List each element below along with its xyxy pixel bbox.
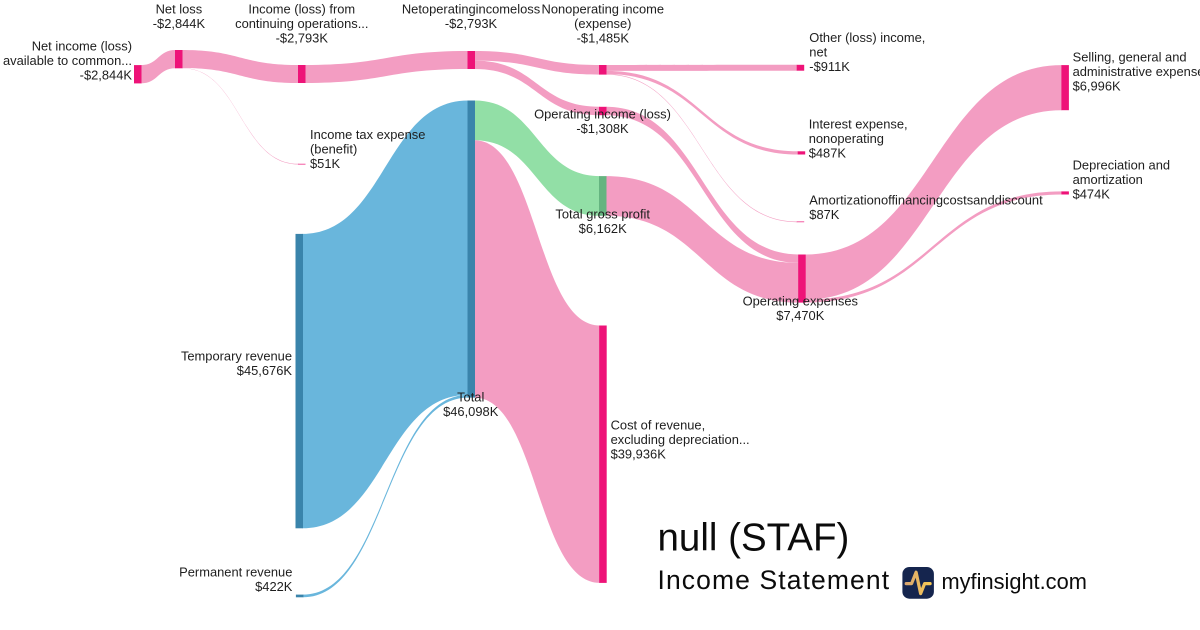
svg-text:Other (loss) income,: Other (loss) income, (809, 30, 925, 45)
svg-text:-$1,308K: -$1,308K (576, 121, 629, 136)
svg-text:-$2,793K: -$2,793K (445, 16, 498, 31)
svg-text:available to common...: available to common... (3, 53, 132, 68)
svg-text:Income (loss) from: Income (loss) from (248, 2, 355, 17)
svg-text:-$911K: -$911K (809, 59, 850, 74)
svg-text:Total: Total (457, 390, 484, 405)
svg-text:(expense): (expense) (574, 16, 631, 31)
svg-text:excluding depreciation...: excluding depreciation... (611, 432, 750, 447)
svg-text:Interest expense,: Interest expense, (809, 117, 908, 132)
svg-text:net: net (809, 45, 827, 60)
svg-text:Net loss: Net loss (156, 2, 203, 17)
svg-text:(benefit): (benefit) (310, 142, 357, 157)
svg-text:Permanent revenue: Permanent revenue (179, 565, 292, 580)
svg-text:myfinsight.com: myfinsight.com (942, 569, 1087, 594)
svg-text:continuing operations...: continuing operations... (235, 16, 368, 31)
svg-text:Amortizationoffinancingcostsan: Amortizationoffinancingcostsanddiscount (809, 193, 1043, 208)
svg-text:amortization: amortization (1073, 172, 1143, 187)
svg-text:$51K: $51K (310, 156, 341, 171)
svg-text:Temporary revenue: Temporary revenue (181, 349, 292, 364)
svg-text:$45,676K: $45,676K (237, 363, 293, 378)
svg-text:administrative expenses: administrative expenses (1073, 64, 1200, 79)
svg-text:$6,996K: $6,996K (1073, 79, 1121, 94)
svg-text:$46,098K: $46,098K (443, 404, 499, 419)
svg-text:$422K: $422K (255, 579, 293, 594)
svg-text:nonoperating: nonoperating (809, 131, 884, 146)
svg-text:$487K: $487K (809, 146, 847, 161)
svg-text:Income Statement: Income Statement (658, 565, 891, 595)
svg-text:Cost of revenue,: Cost of revenue, (611, 418, 706, 433)
svg-text:$7,470K: $7,470K (776, 308, 824, 323)
svg-text:$474K: $474K (1073, 187, 1111, 202)
svg-text:Operating income (loss): Operating income (loss) (534, 107, 671, 122)
svg-text:Depreciation and: Depreciation and (1073, 158, 1170, 173)
svg-text:-$2,844K: -$2,844K (80, 68, 133, 83)
svg-text:Netoperatingincomeloss: Netoperatingincomeloss (402, 2, 540, 17)
svg-text:Operating expenses: Operating expenses (743, 294, 858, 309)
svg-text:Income tax expense: Income tax expense (310, 127, 425, 142)
svg-text:$6,162K: $6,162K (579, 221, 627, 236)
svg-text:Net income (loss): Net income (loss) (32, 39, 132, 54)
svg-text:-$2,793K: -$2,793K (276, 31, 329, 46)
svg-text:$87K: $87K (809, 207, 840, 222)
svg-text:Total gross profit: Total gross profit (555, 207, 650, 222)
svg-text:Nonoperating income: Nonoperating income (542, 2, 665, 17)
svg-text:$39,936K: $39,936K (611, 447, 667, 462)
svg-text:null (STAF): null (STAF) (658, 516, 850, 559)
svg-text:-$1,485K: -$1,485K (577, 31, 630, 46)
svg-text:Selling, general and: Selling, general and (1073, 50, 1187, 65)
svg-text:-$2,844K: -$2,844K (153, 16, 206, 31)
